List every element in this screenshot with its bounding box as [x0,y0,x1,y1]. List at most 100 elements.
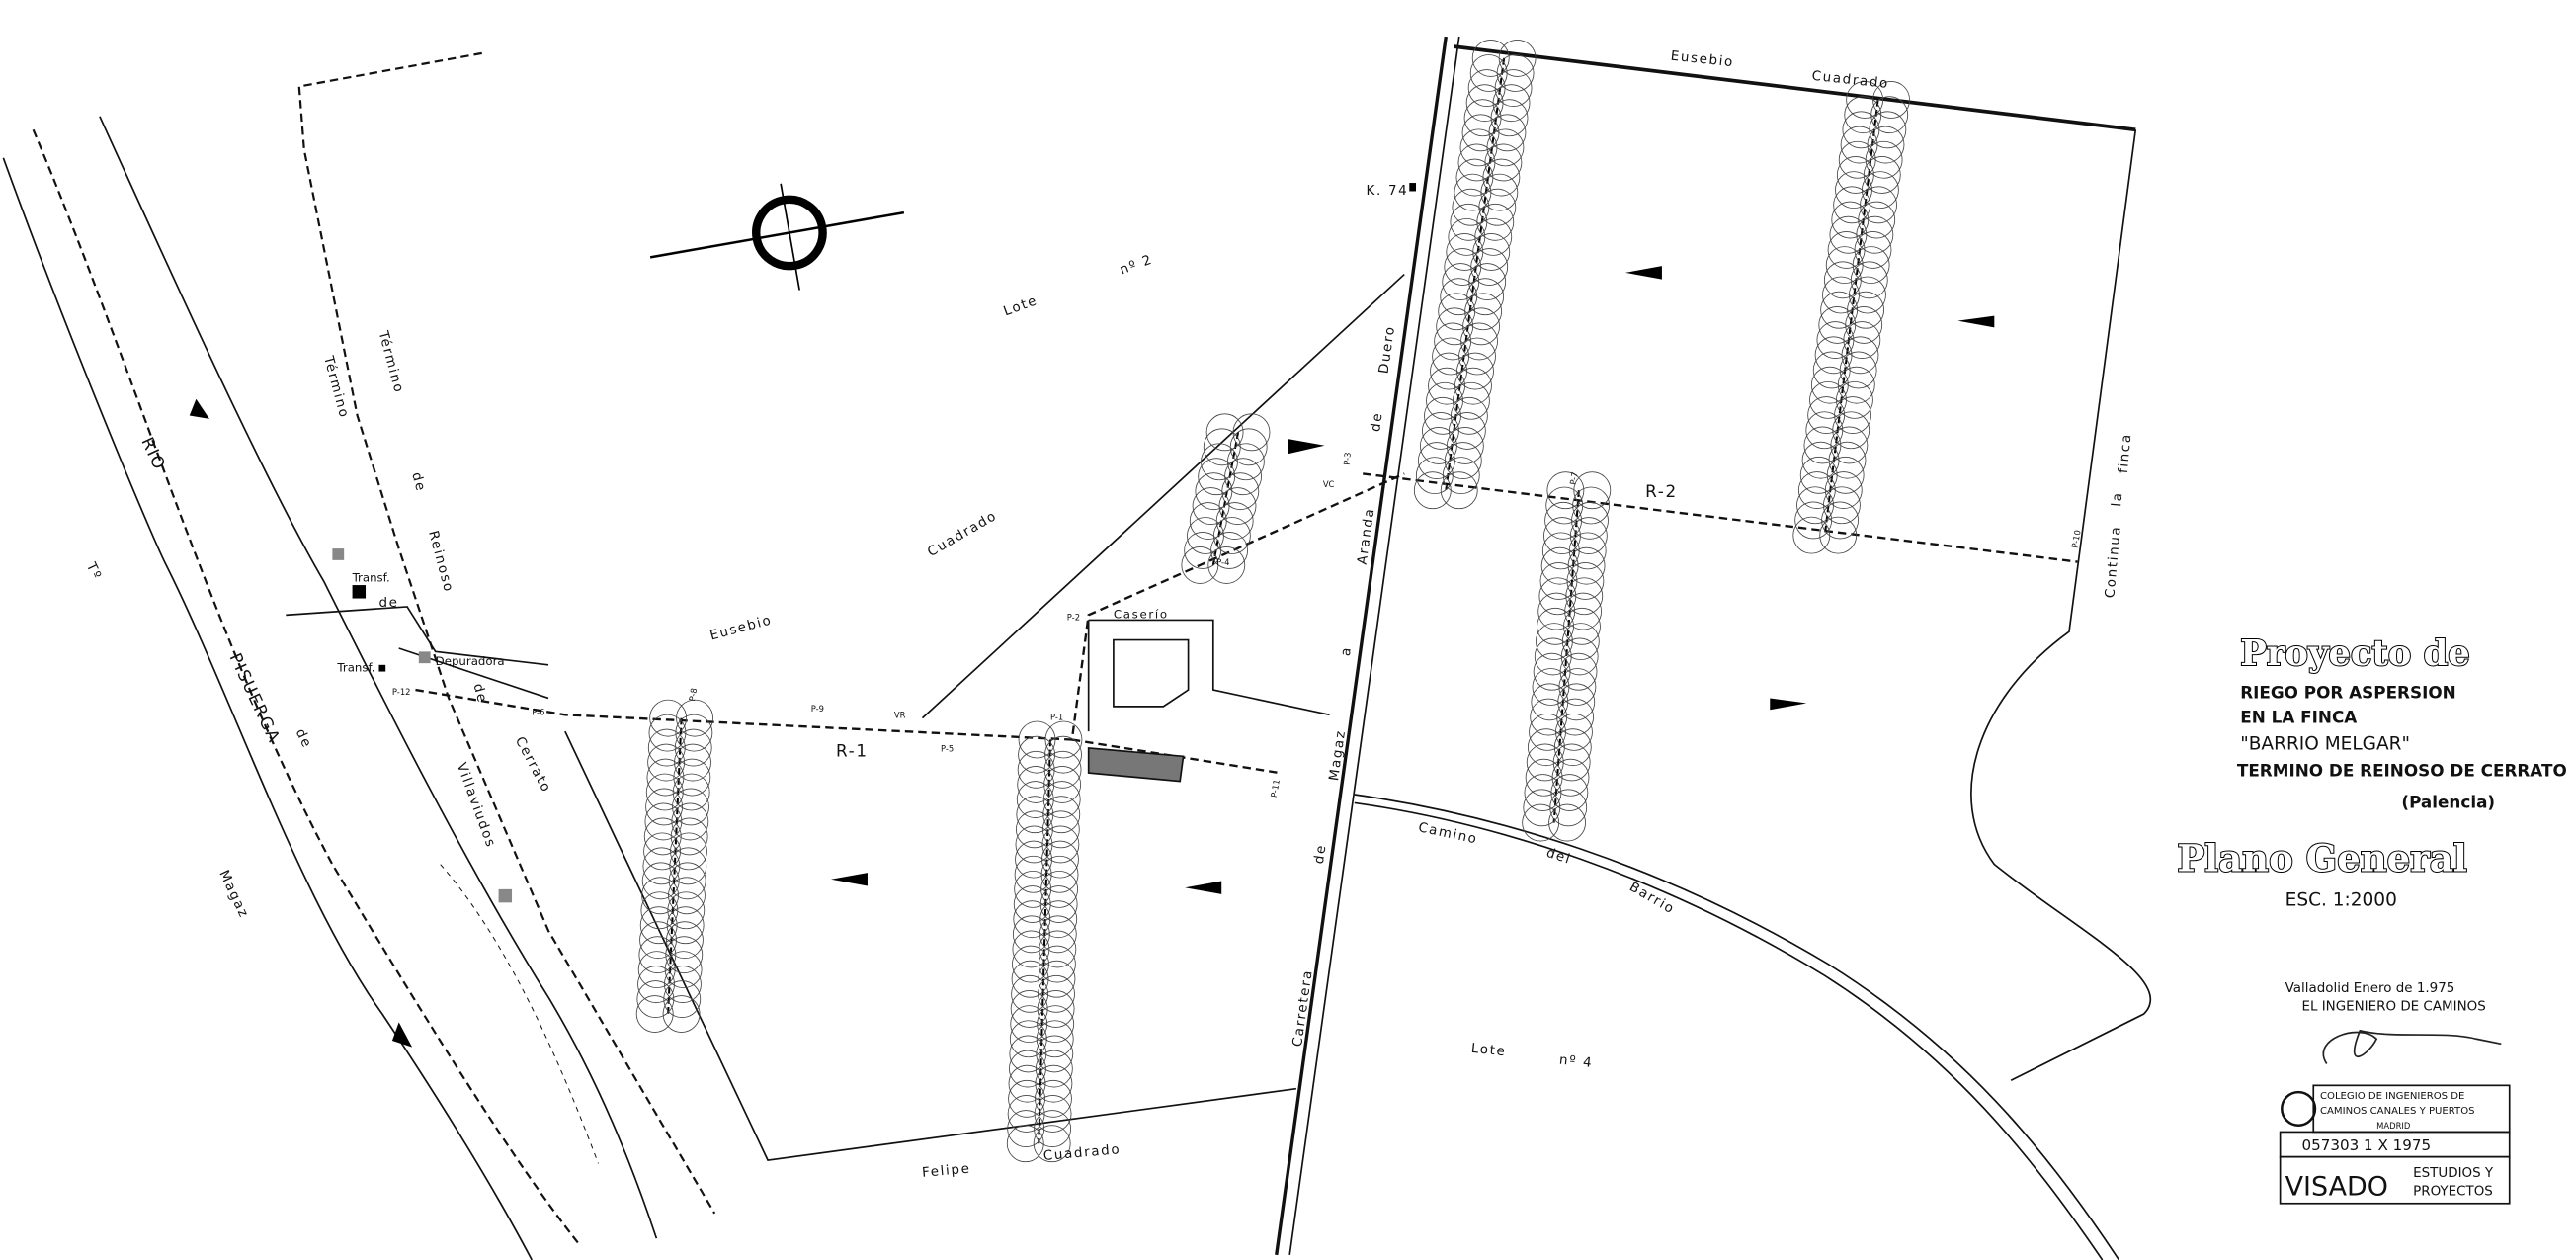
title-line: RIEGO POR ASPERSION [2240,682,2455,702]
lote-label: nº 2 [1119,252,1155,278]
sprinkler-coverage-circle [1829,215,1868,254]
sprinkler-coverage-circle [1469,54,1508,92]
sprinkler-coverage-circle [1459,128,1498,167]
sprinkler-coverage-circle [647,743,686,782]
sprinkler-coverage-circle [1799,456,1838,494]
transf-label: Transf. [336,661,374,675]
sprinkler-coverage-circle [641,877,679,915]
sprinkler-coverage-circle [1036,1020,1074,1058]
sprinkler-coverage-circle [1571,501,1609,540]
lote-label: Lote [1002,294,1040,319]
km-post-icon [1409,183,1417,192]
sprinkler-coverage-circle [1523,789,1561,827]
sprinkler-coverage-circle [669,847,707,885]
sprinkler-coverage-circle [1189,502,1227,540]
sprinkler-lateral [1038,739,1051,1144]
termino-label: Término [374,328,406,395]
sprinkler-coverage-circle [1017,750,1055,789]
river-label: de [292,726,314,751]
sprinkler-coverage-circle [1195,472,1233,511]
sprinkler-coverage-circle [1822,276,1860,314]
sprinkler-coverage-circle [1556,698,1595,736]
sprinkler-coverage-circle [1007,1095,1045,1133]
sprinkler-coverage-circle [1535,623,1573,661]
sprinkler-coverage-circle [1038,945,1076,983]
sprinkler-coverage-circle [1555,713,1593,751]
sprinkler-coverage-circle [1432,337,1470,376]
sprinkler-coverage-circle [1522,803,1560,842]
stamp-number: 057303 1 X 1975 [2301,1136,2431,1154]
title-block: Proyecto de RIEGO POR ASPERSION EN LA FI… [2176,632,2567,1205]
sprinkler-coverage-circle [639,921,677,960]
sprinkler-coverage-circle [1417,442,1455,479]
place-date: Valladolid Enero de 1.975 [2285,981,2455,996]
sprinkler-coverage-circle [674,728,712,767]
sprinkler-coverage-circle [1567,546,1606,585]
sprinkler-coverage-circle [1812,351,1851,389]
parcel-boundary-east [1454,44,2136,132]
pipe-label: P-10 [2070,529,2083,548]
sprinkler-coverage-circle [643,832,682,871]
sprinkler-coverage-circle [1814,336,1853,375]
sprinkler-coverage-circle [1430,352,1467,390]
sprinkler-coverage-circle [640,891,679,930]
stamp-line: MADRID [2376,1121,2410,1131]
sprinkler-coverage-circle [1842,111,1880,149]
sprinkler-coverage-circle [1044,720,1083,759]
sprinkler-coverage-circle [1033,1125,1071,1163]
sprinkler-coverage-circle [1415,457,1454,495]
sprinkler-coverage-circle [1434,322,1472,361]
sprinkler-coverage-circle [1792,516,1831,554]
sprinkler-coverage-circle [1537,607,1574,645]
sprinkler-coverage-circle [1816,321,1855,360]
termino-label: de [408,471,428,494]
sprinkler-coverage-circle [1810,366,1849,404]
sprinkler-coverage-circle [1463,99,1502,137]
sprinkler-coverage-circle [1526,743,1564,782]
sprinkler-coverage-circle [1039,885,1078,923]
flow-arrow-icon [189,398,209,419]
sprinkler-coverage-circle [1818,305,1857,344]
sprinkler-coverage-circle [1008,1064,1046,1103]
sprinkler-coverage-circle [1011,960,1049,998]
sprinkler-coverage-circle [1008,1079,1045,1118]
sprinkler-coverage-circle [1015,825,1053,864]
km-label: K. 74 [1367,184,1409,199]
sprinkler-coverage-circle [646,758,685,797]
sprinkler-coverage-circle [1016,781,1054,818]
sprinkler-coverage-circle [1557,683,1596,721]
sprinkler-coverage-circle [1036,1035,1074,1073]
sprinkler-coverage-circle [1444,248,1482,286]
sprinkler-coverage-circle [1794,501,1833,540]
transformer-icon [378,664,386,672]
sprinkler-coverage-circle [1548,803,1586,842]
pipe-label: P-8 [687,687,699,702]
pipe-label: P-11 [1269,779,1282,798]
sprinkler-coverage-circle [1540,546,1579,585]
sprinkler-coverage-circle [639,906,678,945]
stamp-visado-sub: PROYECTOS [2413,1184,2493,1199]
road-label: Duero [1377,324,1399,375]
sprinkler-coverage-circle [664,951,703,989]
sprinkler-coverage-circle [674,743,711,782]
sprinkler-coverage-circle [1452,188,1490,226]
sprinkler-coverage-circle [1015,810,1053,849]
lane [286,606,549,700]
road-label: de [1369,411,1386,433]
stamp-visado-sub: ESTUDIOS Y [2413,1166,2494,1181]
sprinkler-coverage-circle [1534,637,1572,676]
road-label: de [1312,843,1330,865]
sprinkler-coverage-circle [1014,870,1052,908]
sprinkler-coverage-circle [1550,774,1589,811]
sprinkler-coverage-circle [1040,855,1079,893]
sprinkler-coverage-circle [1207,546,1246,584]
parcel-boundary-east-2 [1970,129,2152,1082]
municipal-boundary [32,128,580,1244]
r2-label: R-2 [1645,481,1678,501]
sprinkler-coverage-circle [1803,426,1842,464]
sprinkler-coverage-circle [1809,380,1847,419]
sprinkler-coverage-circle [1042,781,1081,818]
pipe-label: P-6 [532,707,544,716]
sprinkler-lateral [1552,490,1580,823]
